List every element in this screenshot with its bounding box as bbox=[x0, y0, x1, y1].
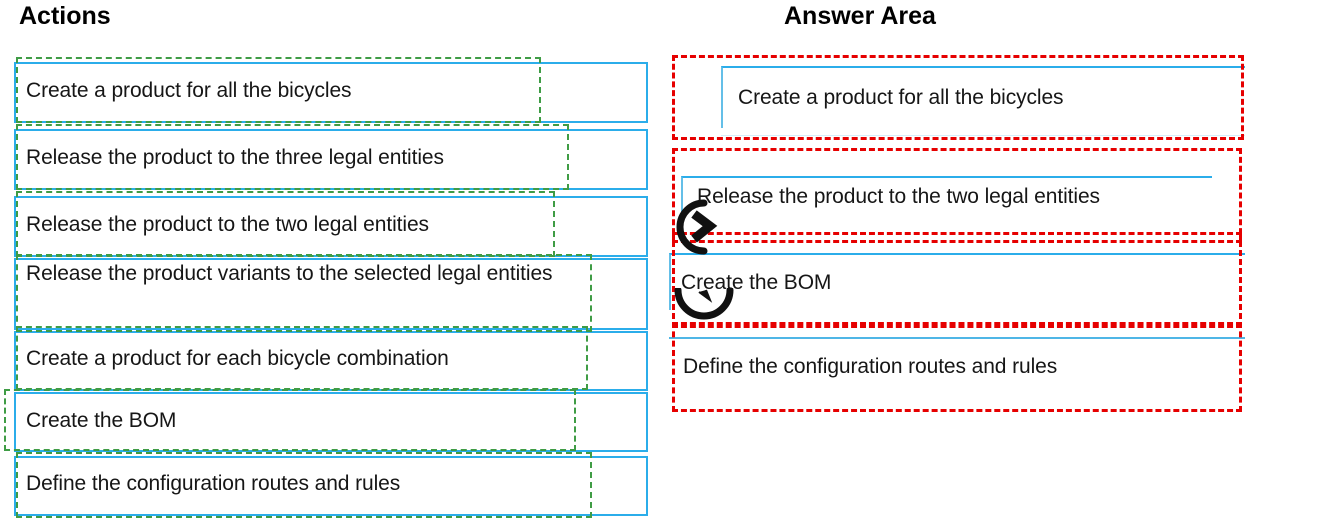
action-chip-6[interactable] bbox=[14, 392, 648, 452]
action-chip-dashed-outline-6 bbox=[4, 389, 576, 451]
answer-chip-label-1: Create a product for all the bicycles bbox=[738, 86, 1064, 109]
answer-chip-label-2: Release the product to the two legal ent… bbox=[697, 185, 1100, 208]
action-chip-label-4: Release the product variants to the sele… bbox=[26, 262, 553, 285]
answer-dropzone-1[interactable] bbox=[672, 55, 1244, 140]
action-chip-label-7: Define the configuration routes and rule… bbox=[26, 472, 401, 495]
answer-chip-frame-3[interactable] bbox=[669, 253, 1245, 310]
answer-chip-label-4: Define the configuration routes and rule… bbox=[683, 355, 1058, 378]
answer-chip-baseline-1 bbox=[721, 66, 1245, 136]
action-chip-label-2: Release the product to the three legal e… bbox=[26, 146, 444, 169]
answer-area-title: Answer Area bbox=[784, 2, 936, 30]
answer-chip-frame-4[interactable] bbox=[669, 337, 1245, 339]
action-chip-dashed-outline-1 bbox=[16, 57, 541, 123]
answer-dropzone-2[interactable] bbox=[672, 148, 1242, 243]
answer-dropzone-3[interactable] bbox=[672, 232, 1242, 328]
circular-arrow-icon-1[interactable] bbox=[666, 198, 748, 256]
action-chip-7[interactable] bbox=[14, 456, 648, 516]
action-chip-label-1: Create a product for all the bicycles bbox=[26, 79, 352, 102]
action-chip-label-6: Create the BOM bbox=[26, 409, 177, 432]
answer-dropzone-4[interactable] bbox=[672, 322, 1242, 412]
action-chip-dashed-outline-3 bbox=[16, 191, 555, 257]
action-chip-label-5: Create a product for each bicycle combin… bbox=[26, 347, 449, 370]
action-chip-4[interactable] bbox=[14, 258, 648, 330]
circular-arrow-icon-2[interactable] bbox=[666, 288, 748, 332]
action-chip-dashed-outline-4 bbox=[16, 254, 592, 332]
actions-panel-title: Actions bbox=[19, 2, 111, 30]
action-chip-dashed-outline-7 bbox=[16, 452, 592, 518]
action-chip-label-3: Release the product to the two legal ent… bbox=[26, 213, 429, 236]
answer-chip-frame-1[interactable] bbox=[721, 66, 1245, 128]
answer-chip-frame-2[interactable] bbox=[681, 176, 1212, 234]
action-chip-dashed-outline-2 bbox=[16, 124, 569, 190]
